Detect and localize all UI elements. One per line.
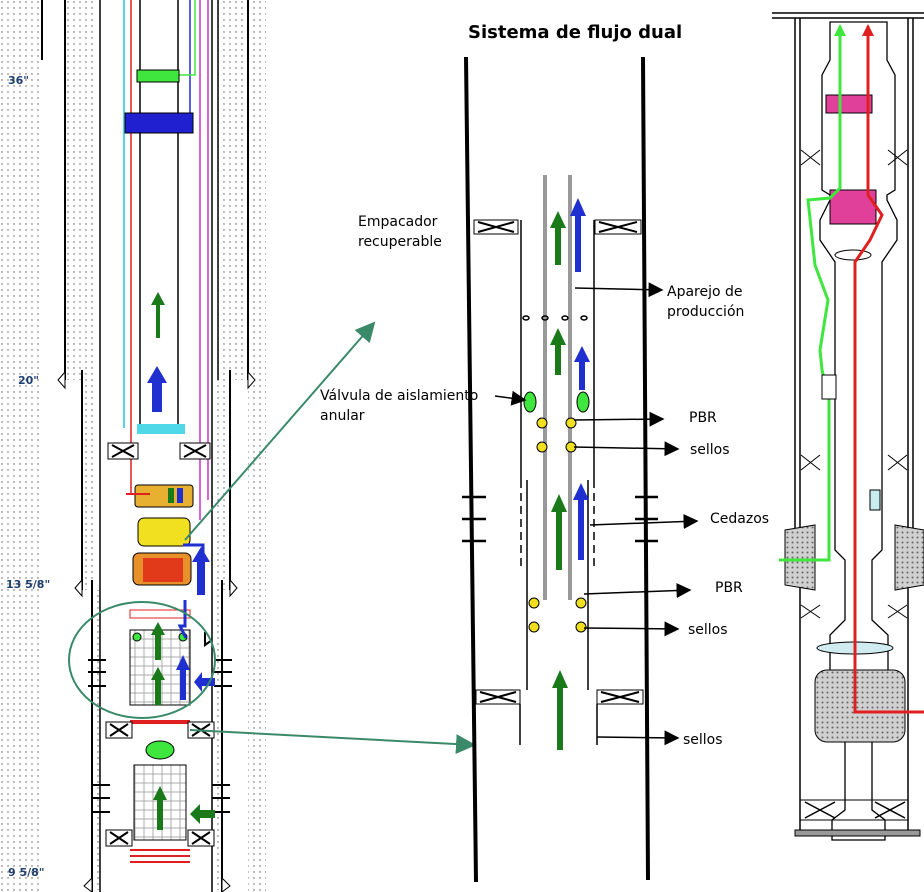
cement-right-1 (218, 0, 248, 380)
label-cedazos: Cedazos (710, 511, 770, 527)
label-pbr-lower: PBR (715, 580, 743, 596)
callout-line-lower (189, 729, 476, 755)
safety-valve-green (136, 69, 180, 83)
packer-upper-left (107, 442, 211, 460)
casing-size-13-5-8: 13 5/8" (6, 578, 51, 591)
left-well (0, 0, 266, 892)
label-aparejo: Aparejo de producción (667, 284, 745, 320)
diagram-title: Sistema de flujo dual (468, 22, 683, 43)
cement-left-2 (82, 380, 96, 590)
label-sellos-upper: sellos (690, 442, 730, 458)
label-pbr-upper: PBR (689, 410, 717, 426)
label-sellos-lower: sellos (688, 622, 728, 638)
cement-outer-left (0, 0, 42, 892)
flow-arrow-green-1 (151, 292, 165, 338)
cement-left-1 (65, 0, 95, 380)
casing-size-36: 36" (8, 74, 30, 87)
callout-line-upper (184, 321, 376, 541)
yellow-sub (137, 517, 191, 547)
label-sellos-bottom: sellos (683, 732, 723, 748)
label-empacador: Empacador recuperable (358, 214, 442, 250)
right-well (772, 12, 924, 841)
cement-right-3 (212, 590, 222, 890)
safety-valve-blue (124, 112, 194, 134)
cement-outer-right (248, 0, 266, 892)
orange-sub (134, 484, 194, 508)
flow-arrow-blue-1 (147, 366, 167, 412)
casing-size-20: 20" (18, 374, 40, 387)
callout-circle (68, 601, 216, 719)
label-valvula: Válvula de aislamiento anular (320, 388, 479, 424)
cement-right-2 (216, 380, 230, 590)
cyan-nipple (137, 424, 185, 434)
casing-size-9-5-8: 9 5/8" (8, 866, 45, 879)
cement-left-3 (92, 590, 102, 890)
middle-diagram (462, 56, 699, 883)
